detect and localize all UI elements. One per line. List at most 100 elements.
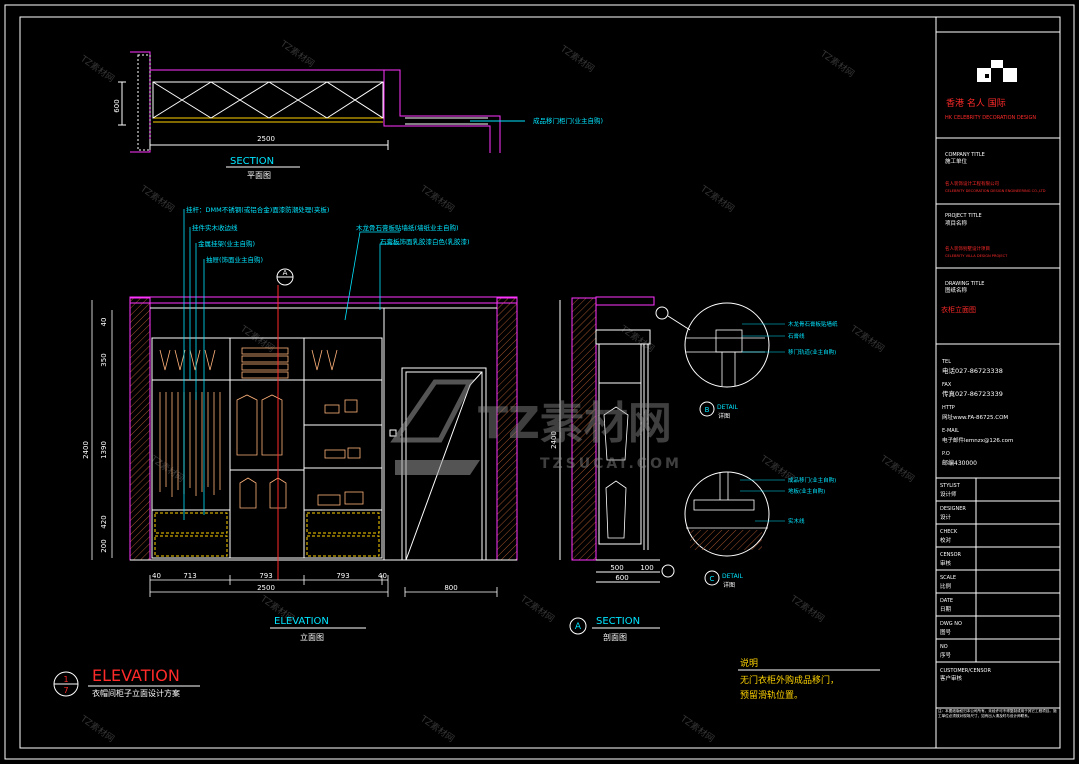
field-label-cn: 设计 bbox=[940, 513, 952, 521]
plan-width-dim: 2500 bbox=[257, 135, 275, 143]
left-dim-2: 350 bbox=[100, 353, 108, 366]
http-label: HTTP bbox=[942, 405, 955, 411]
elevation-sub: 立面图 bbox=[300, 632, 324, 642]
bottom-dim-6: 800 bbox=[444, 584, 457, 592]
detail-b-note-2: 石膏线 bbox=[788, 332, 805, 340]
company-en: HK CELEBRITY DECORATION DESIGN bbox=[945, 115, 1036, 121]
watermark-tile: TZ素材网 bbox=[517, 592, 556, 625]
plan-section-sub: 平面图 bbox=[247, 171, 271, 180]
detail-c-label: DETAIL bbox=[722, 573, 743, 580]
plan-view: 600 2500 成品移门柜门(业主自购) SECTION 平面图 bbox=[113, 51, 603, 180]
detail-b-note-3: 移门轨道(业主自购) bbox=[788, 348, 836, 356]
watermark-tile: TZ素材网 bbox=[697, 182, 736, 215]
drawing-title-cn: 图纸名称 bbox=[945, 286, 968, 294]
company-logo bbox=[977, 60, 1017, 82]
field-label-cn: 日期 bbox=[940, 606, 952, 613]
watermark-tile: TZ素材网 bbox=[677, 712, 716, 745]
detail-c-note-1: 成品移门(业主自购) bbox=[788, 476, 836, 484]
field-label-en: DWG NO bbox=[940, 621, 962, 627]
notes-line-1: 无门衣柜外购成品移门， bbox=[740, 674, 839, 686]
sheet-title: 1 7 ELEVATION 衣帽间柜子立面设计方案 bbox=[53, 666, 200, 698]
sheet-number: 1 bbox=[63, 675, 68, 684]
section-marker: A bbox=[575, 622, 582, 632]
notes-block: 说明 无门衣柜外购成品移门， 预留滑轨位置。 bbox=[738, 657, 880, 701]
detail-c-note-2: 地板(业主自购) bbox=[788, 487, 825, 495]
notes-title: 说明 bbox=[740, 657, 758, 669]
elev-note-5: 木龙骨石膏板贴墙纸(墙纸业主自购) bbox=[356, 223, 459, 232]
watermark-tile: TZ素材网 bbox=[77, 712, 116, 745]
http-value: 网址www.FA-86725.COM bbox=[942, 413, 1008, 421]
section-height-dim: 2400 bbox=[550, 431, 558, 449]
section-label: SECTION bbox=[596, 616, 640, 627]
field-label-cn: 图号 bbox=[940, 628, 952, 636]
watermark-tile: TZ素材网 bbox=[137, 182, 176, 215]
field-label-en: STYLIST bbox=[940, 483, 961, 489]
email-label: E-MAIL bbox=[942, 428, 959, 434]
company-red: 名人装饰设计工程有限公司 bbox=[945, 180, 999, 187]
field-label-en: SCALE bbox=[940, 575, 956, 581]
bottom-dim-3: 793 bbox=[259, 572, 272, 580]
customer-label: CUSTOMER/CENSOR bbox=[940, 668, 991, 674]
sheet-sub-number: 7 bbox=[63, 686, 68, 695]
watermark-tile: TZ素材网 bbox=[817, 47, 856, 80]
elev-note-3: 金属挂架(业主自购) bbox=[198, 239, 255, 248]
sheet-label: ELEVATION bbox=[92, 666, 180, 685]
total-width-dim: 2500 bbox=[257, 584, 275, 592]
field-label-en: DATE bbox=[940, 598, 953, 604]
detail-c-note-3: 实木线 bbox=[788, 517, 805, 525]
plan-note: 成品移门柜门(业主自购) bbox=[533, 116, 603, 125]
title-block: 香港 名人 国际 HK CELEBRITY DECORATION DESIGN … bbox=[935, 17, 1060, 748]
bottom-dim-4: 793 bbox=[336, 572, 349, 580]
elev-note-4: 抽屉(饰面业主自购) bbox=[206, 255, 263, 264]
detail-c-marker: C bbox=[710, 575, 715, 583]
elev-section-marker: A bbox=[283, 269, 288, 277]
detail-b-sub: 详图 bbox=[718, 412, 730, 420]
watermark-logo bbox=[390, 379, 480, 475]
detail-b-label: DETAIL bbox=[717, 404, 738, 411]
email-value: 电子邮件lemnzx@126.com bbox=[942, 436, 1013, 444]
left-dim-5: 200 bbox=[100, 539, 108, 552]
watermark-tile: TZ素材网 bbox=[417, 182, 456, 215]
field-label-cn: 校对 bbox=[940, 536, 952, 544]
field-label-en: CHECK bbox=[940, 529, 958, 535]
watermark-tile: TZ素材网 bbox=[277, 37, 316, 70]
plan-depth-dim: 600 bbox=[113, 99, 121, 112]
drawing-title-label: DRAWING TITLE bbox=[945, 281, 984, 287]
footer-note: 注：本图纸版权归本公司所有，未经许可不得复制或用于其它工程项目。施工单位必须核对… bbox=[938, 709, 1057, 718]
section-dim-2: 100 bbox=[640, 564, 653, 572]
inner-frame bbox=[19, 16, 1061, 749]
sheet-sub: 衣帽间柜子立面设计方案 bbox=[92, 688, 180, 698]
watermark-tile: TZ素材网 bbox=[617, 322, 656, 355]
bottom-dim-5: 40 bbox=[378, 572, 387, 580]
left-dim-4: 420 bbox=[100, 515, 108, 528]
watermark-tile: TZ素材网 bbox=[557, 42, 596, 75]
plan-section-label: SECTION bbox=[230, 156, 274, 167]
field-label-en: CENSOR bbox=[940, 552, 962, 558]
project-red: 名人装饰别墅设计项目 bbox=[945, 245, 990, 252]
watermark-tile: TZ素材网 bbox=[787, 592, 826, 625]
tel-label: TEL bbox=[941, 359, 951, 365]
customer-cn: 客户审核 bbox=[940, 674, 963, 682]
project-title-label: PROJECT TITLE bbox=[945, 213, 982, 219]
bottom-dim-2: 713 bbox=[183, 572, 196, 580]
tel-value: 电话027-86723338 bbox=[942, 366, 1003, 375]
field-label-en: DESIGNER bbox=[940, 506, 966, 512]
left-dim-1: 40 bbox=[100, 318, 108, 327]
po-label: P.O bbox=[942, 451, 950, 457]
company-title-cn: 施工单位 bbox=[945, 157, 968, 165]
section-dim-3: 600 bbox=[615, 574, 628, 582]
company-red-en: CELEBRITY DECORATION DESIGN ENGINEERING … bbox=[945, 189, 1046, 193]
elev-note-1: 挂杆：DMM不锈钢(或铝合金)面漆防潮处理(夹板) bbox=[186, 205, 329, 214]
company-cn: 香港 名人 国际 bbox=[946, 97, 1006, 109]
elevation-label: ELEVATION bbox=[274, 616, 329, 627]
detail-b-marker: B bbox=[705, 406, 710, 414]
fax-label: FAX bbox=[942, 382, 952, 388]
elevation-view: 挂杆：DMM不锈钢(或铝合金)面漆防潮处理(夹板) 挂件实木收边线 金属挂架(业… bbox=[82, 205, 518, 642]
detail-b-note-1: 木龙骨石膏板贴墙纸 bbox=[788, 320, 838, 328]
watermark-brand: TZ素材网 bbox=[478, 398, 672, 449]
section-dim-1: 500 bbox=[610, 564, 623, 572]
project-title-cn: 项目名称 bbox=[945, 219, 968, 227]
left-dim-3: 1390 bbox=[100, 441, 108, 459]
outer-frame bbox=[4, 4, 1075, 760]
